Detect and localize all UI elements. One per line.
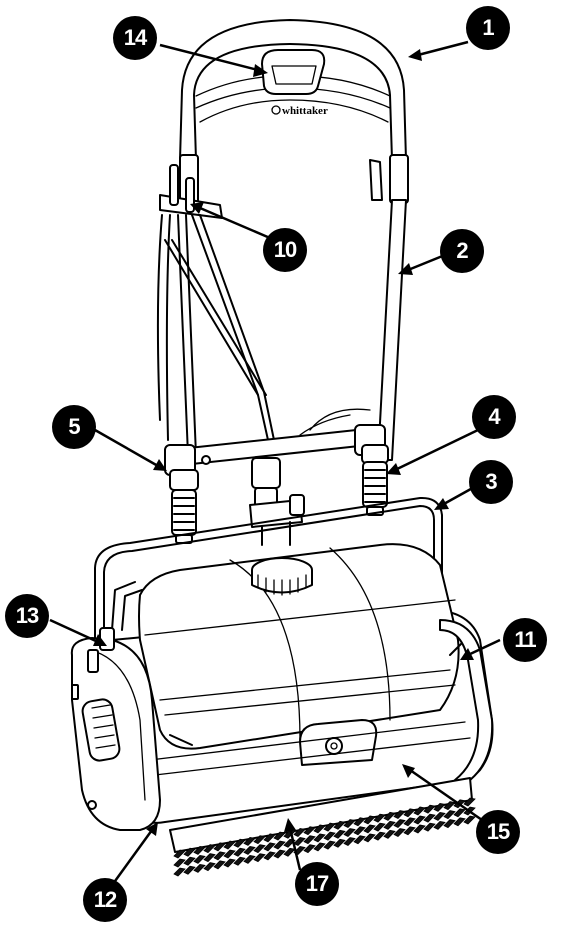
callout-5: 5 [52, 405, 96, 449]
callout-11: 11 [503, 618, 547, 662]
brand-logo: whittaker [282, 105, 328, 117]
callout-17: 17 [295, 862, 339, 906]
callout-15: 15 [476, 810, 520, 854]
brush-roller [169, 777, 476, 877]
callout-4: 4 [472, 395, 516, 439]
callout-2: 2 [440, 229, 484, 273]
callout-13: 13 [5, 594, 49, 638]
callout-14: 14 [113, 16, 157, 60]
right-shaft [369, 159, 407, 461]
body-housing [74, 543, 494, 824]
left-lever-cluster [156, 164, 275, 456]
left-spring-damper [169, 469, 199, 544]
callout-1: 1 [466, 6, 510, 50]
callout-10: 10 [263, 228, 307, 272]
leader-lines [49, 40, 501, 889]
callout-12: 12 [83, 878, 127, 922]
callout-3: 3 [469, 460, 513, 504]
